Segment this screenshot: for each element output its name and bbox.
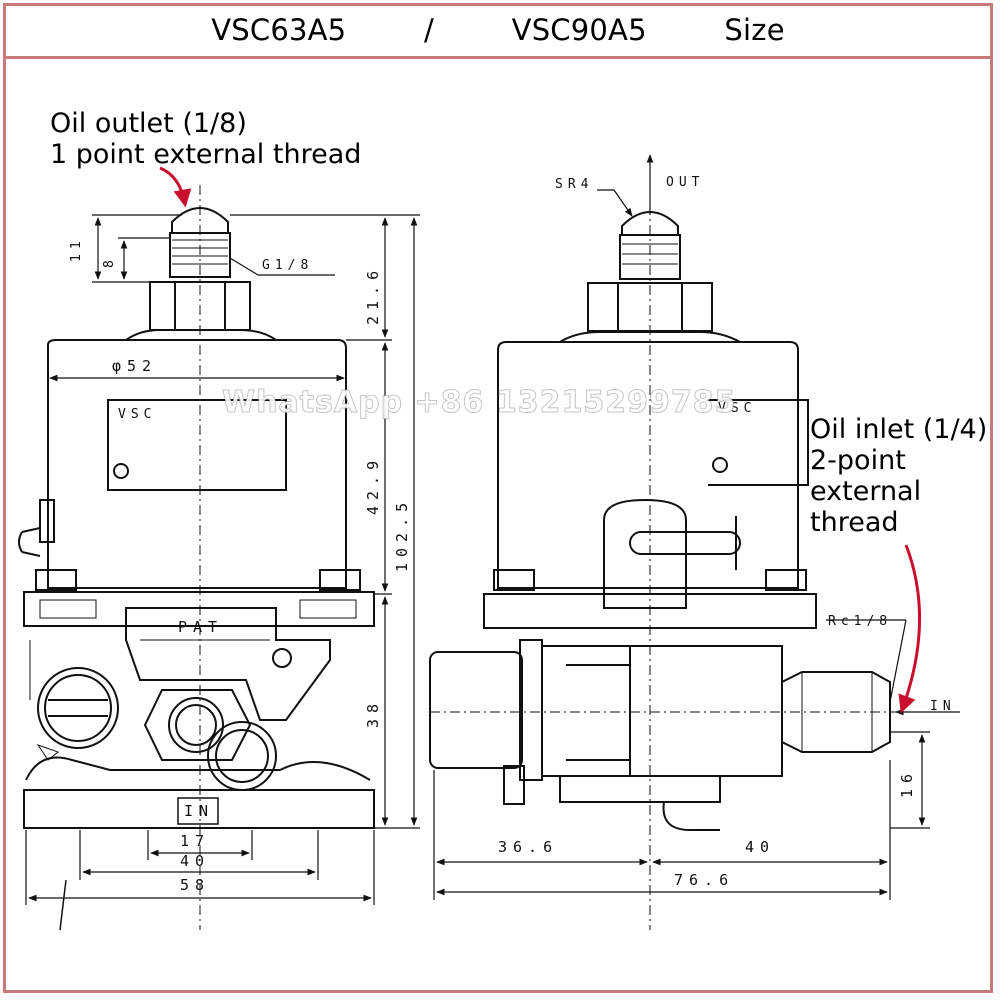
front-view [18, 185, 375, 931]
oil-inlet-line1: Oil inlet (1/4) [810, 414, 988, 445]
thread-rc18: Rc1/8 [828, 614, 892, 629]
oil-inlet-line2: 2-point [810, 445, 906, 476]
dim-17: 17 [180, 832, 210, 850]
label-sr4: SR4 [555, 177, 593, 192]
dim-11: 11 [69, 236, 84, 262]
oil-outlet-callout: Oil outlet (1/8) 1 point external thread [50, 108, 361, 170]
dim-42-9: 42.9 [364, 455, 382, 515]
oil-inlet-arrow [898, 544, 921, 714]
front-view-dimensions [25, 214, 420, 905]
front-label-vsc: VSC [118, 407, 156, 422]
oil-outlet-line2: 1 point external thread [50, 139, 362, 170]
dim-8: 8 [102, 255, 117, 268]
label-pat: PAT [178, 618, 223, 636]
oil-outlet-arrow [159, 166, 192, 208]
outer-frame [3, 3, 993, 993]
dim-40-front: 40 [180, 852, 210, 870]
oil-inlet-line3: external [810, 476, 922, 507]
side-view [429, 165, 900, 930]
oil-outlet-line1: Oil outlet (1/8) [50, 108, 247, 139]
title-bar: VSC63A5 / VSC90A5 Size [3, 3, 993, 59]
dim-102-5: 102.5 [393, 497, 411, 572]
dim-38: 38 [364, 698, 382, 728]
dim-phi52: φ52 [112, 357, 157, 375]
watermark: WhatsApp +86 13215299785 [221, 385, 737, 421]
dim-36-6: 36.6 [498, 838, 558, 856]
oil-inlet-callout: Oil inlet (1/4) 2-point external thread [810, 414, 988, 538]
oil-inlet-line4: thread [810, 507, 899, 538]
dim-76-6: 76.6 [674, 871, 734, 889]
label-out: OUT [666, 175, 704, 190]
dim-58: 58 [180, 876, 210, 894]
front-label-in: IN [184, 802, 214, 820]
side-label-in: IN [930, 699, 956, 714]
page-title: VSC63A5 / VSC90A5 Size [211, 12, 785, 47]
thread-g18: G1/8 [262, 258, 313, 273]
side-view-dimensions [433, 154, 960, 900]
side-label-vsc: VSC [718, 401, 756, 416]
dim-21-6: 21.6 [364, 265, 382, 325]
dim-40-side: 40 [745, 838, 775, 856]
dim-16: 16 [898, 768, 916, 798]
